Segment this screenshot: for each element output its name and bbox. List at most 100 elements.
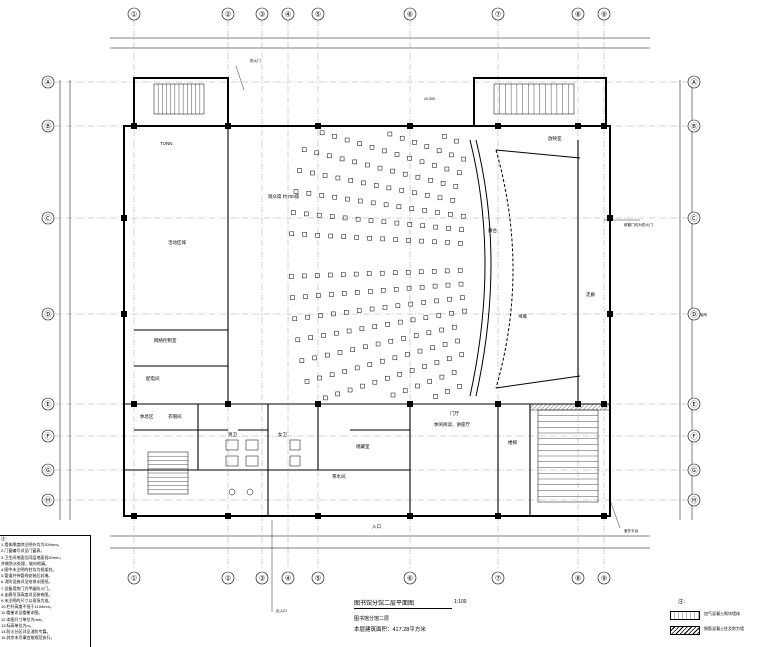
seat [386,185,392,191]
legend-swatch [670,611,700,620]
note-line: 11.楼梯详见楼梯详图。 [1,610,43,616]
seat [430,345,435,350]
seat [459,227,464,232]
seat [422,364,427,369]
seat [432,163,437,168]
seat [301,147,307,152]
seat [436,313,442,318]
seat [445,282,451,288]
legend-item: 钢筋混凝土柱及剪力墙 [670,625,760,635]
axis-bubble: Ⓑ [687,119,701,133]
axis-bubble: Ⓔ [687,397,701,411]
seat [460,295,465,300]
seat [460,213,466,219]
seat [341,272,346,277]
room-corridor: 走廊 [586,291,595,298]
axis-bubble: ⑨ [597,7,611,21]
seat [427,379,432,384]
axis-bubble: ① [127,571,141,585]
seat [289,231,294,237]
axis-bubble: Ⓐ [687,75,701,89]
seat [291,210,296,215]
seat [355,216,361,222]
column [315,123,321,129]
seat [393,287,399,292]
seat [448,212,453,217]
axis-label: ① [131,575,137,583]
outer-walls [123,77,611,517]
seat [444,268,450,274]
seat [297,168,302,173]
stage-curve [469,139,581,397]
seat [409,368,415,373]
seat [370,200,376,206]
seat [387,131,393,137]
seat [419,238,424,244]
axis-bubble: ⑧ [571,571,585,585]
seat [302,232,307,237]
axis-bubble: ⑥ [403,571,417,585]
seat [450,198,456,203]
seat [352,159,357,165]
seat [327,153,332,159]
legend: 注： 加气混凝土砌块墙体 钢筋混凝土柱及剪力墙 [648,598,760,646]
seat [392,270,398,275]
seat [406,238,411,243]
seat [392,355,398,361]
seat [461,156,466,162]
seat [308,335,313,340]
hatch-wall [529,403,611,411]
note-line: 2.门窗编号详见门窗表。 [1,548,45,554]
seat [458,281,464,287]
seat [325,352,330,358]
seat [413,333,419,338]
column [407,123,413,129]
seat [372,379,378,385]
seat [396,204,402,209]
column [225,513,231,519]
drawing-title: 图书馆分馆二层平面图 [354,598,452,609]
room-toilet-m: 男卫 [228,432,237,438]
axis-bubble: Ⓗ [687,493,701,507]
room-toilet-f: 女卫 [278,431,287,438]
seat [435,210,440,215]
axis-bubble: Ⓕ [687,429,701,443]
seat [322,173,328,178]
seat [393,237,398,242]
seat [424,144,430,149]
seat [434,360,440,365]
seat [354,235,359,240]
seat [323,395,328,401]
axis-label: ① [131,11,137,19]
seat [367,235,372,241]
column [121,311,127,317]
seat [348,178,353,183]
room-tea: 茶水间 [332,473,346,480]
column [225,401,231,407]
seat [305,314,310,320]
axis-label: ⑧ [575,11,581,19]
seat [433,394,438,399]
note-line: 并做防水处理，坡向地漏。 [1,560,49,566]
seat [433,224,438,230]
seat [319,130,325,136]
seat [347,387,353,393]
seat [420,223,425,228]
seat [334,330,339,336]
seat [409,206,415,211]
seat [457,268,463,273]
seat [462,308,467,314]
axis-bubble: Ⓖ [41,463,55,477]
note-line: 7.设备用房门为甲级防火门。 [1,585,53,591]
axis-label: Ⓗ [45,497,52,505]
general-notes: 注： 1.墙体厚度除注明外均为200mm。 2.门窗编号详见门窗表。 3.卫生间… [0,535,91,647]
axis-bubble: Ⓒ [41,211,55,225]
axis-bubble: ③ [255,7,269,21]
axis-label: Ⓓ [691,311,698,319]
axis-label: Ⓔ [691,401,698,409]
toilet-fixtures [225,439,301,496]
seat [335,175,341,181]
seat [408,301,414,307]
seat [382,148,387,154]
axis-label: Ⓒ [691,215,698,223]
